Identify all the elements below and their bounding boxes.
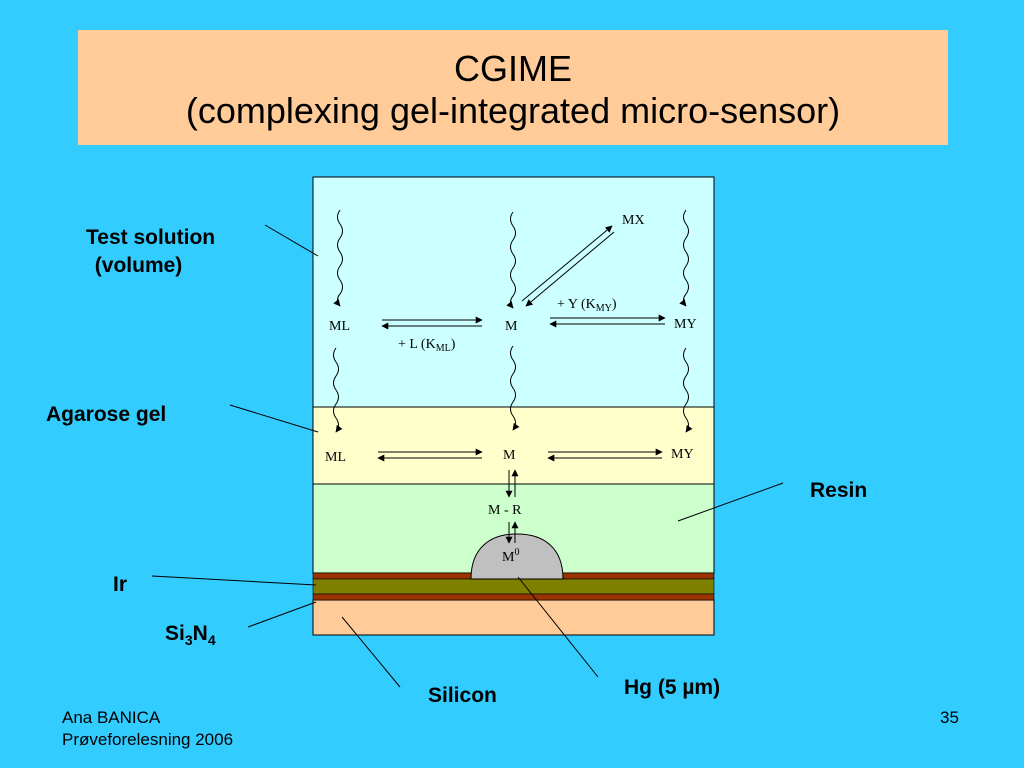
species-ml-gel: ML — [325, 450, 346, 465]
species-m-gel: M — [503, 448, 516, 463]
footer-left: Ana BANICA Prøveforelesning 2006 — [62, 707, 233, 751]
species-m0: M0 — [502, 547, 519, 565]
k-my-paren: ) — [612, 297, 617, 312]
leader-line-hg — [517, 576, 599, 678]
si3n4-layer — [312, 578, 715, 595]
leader-line-resin — [677, 482, 784, 522]
title-line-2: (complexing gel-integrated micro-sensor) — [185, 90, 841, 131]
leader-line-test-solution — [264, 224, 319, 257]
hg-drop — [470, 533, 564, 580]
k-my-subscript: MY — [596, 303, 612, 314]
label-ir: Ir — [113, 573, 128, 596]
label-test-solution-line1: Test solution — [86, 226, 216, 249]
k-ml-paren: ) — [451, 337, 456, 352]
species-ml-solution: ML — [329, 319, 350, 334]
footer-event: Prøveforelesning 2006 — [62, 730, 234, 749]
si3n4-si: Si — [165, 622, 185, 645]
diffusion-arrow — [506, 211, 516, 309]
plus-l-text: + L (K — [398, 337, 436, 352]
label-test-solution: Test solution (volume) — [86, 224, 215, 280]
diffusion-arrow — [333, 209, 343, 307]
equilibrium-arrow — [521, 225, 613, 302]
k-ml-subscript: ML — [436, 343, 451, 354]
species-my-gel: MY — [671, 447, 694, 462]
species-m-r: M - R — [488, 503, 522, 518]
m0-base: M — [502, 550, 515, 565]
species-my-solution: MY — [674, 317, 697, 332]
page-number: 35 — [940, 708, 959, 727]
solution-layer — [312, 176, 715, 408]
label-agarose-gel: Agarose gel — [46, 403, 167, 426]
diffusion-arrow — [679, 209, 689, 307]
ir-layer-bottom — [312, 593, 715, 601]
k-my-expression: + Y (KMY) — [557, 297, 617, 314]
title-box: CGIME (complexing gel-integrated micro-s… — [78, 30, 948, 145]
k-ml-expression: + L (KML) — [398, 337, 456, 354]
diffusion-arrow — [683, 347, 693, 433]
si3n4-sub2: 4 — [207, 632, 216, 649]
title-line-1: CGIME — [453, 48, 572, 89]
si3n4-sub1: 3 — [184, 632, 193, 649]
species-m-solution: M — [505, 319, 518, 334]
species-mx: MX — [622, 213, 645, 228]
equilibrium-arrow — [525, 231, 615, 307]
diffusion-arrow — [333, 347, 343, 433]
label-resin: Resin — [810, 479, 868, 502]
footer-author: Ana BANICA — [62, 708, 161, 727]
m0-superscript: 0 — [514, 547, 519, 558]
leader-line-agarose-gel — [229, 404, 319, 433]
label-silicon: Silicon — [428, 684, 497, 707]
label-si3n4: Si3N4 — [165, 622, 216, 648]
diffusion-arrow — [510, 345, 520, 431]
si3n4-n: N — [192, 622, 208, 645]
label-test-solution-line2: (volume) — [94, 254, 183, 277]
leader-line-si3n4 — [247, 601, 317, 628]
gel-layer — [312, 406, 715, 485]
silicon-layer — [312, 599, 715, 636]
plus-y-text: + Y (K — [557, 297, 596, 312]
leader-line-silicon — [341, 616, 401, 688]
label-hg: Hg (5 µm) — [624, 676, 721, 699]
leader-line-ir — [151, 575, 317, 586]
